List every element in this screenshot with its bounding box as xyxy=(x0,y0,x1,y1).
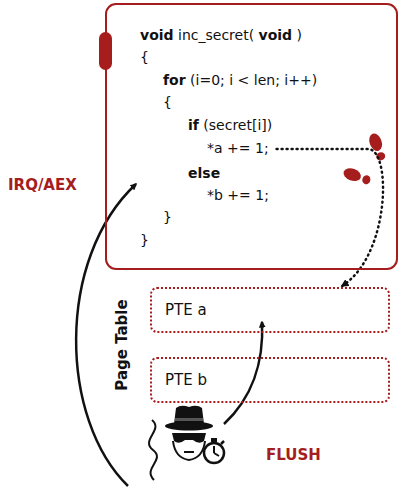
access-trace-arrow xyxy=(277,149,383,286)
footprints xyxy=(342,132,388,187)
flush-arrow xyxy=(224,322,262,424)
code-line: for (i=0; i < len; i++) xyxy=(163,70,317,90)
code-line: void inc_secret( void ) xyxy=(140,25,302,45)
code-keyword: else xyxy=(188,165,220,181)
code-line: else xyxy=(188,163,220,183)
code-line: { xyxy=(163,92,172,112)
code-line: *a += 1; xyxy=(207,138,269,158)
entry-label: PTE b xyxy=(165,370,207,390)
flush-label: FLUSH xyxy=(266,446,321,464)
squiggle xyxy=(149,420,157,480)
stopwatch-icon xyxy=(204,438,224,463)
code-line: { xyxy=(140,47,149,67)
code-keyword: void xyxy=(140,27,174,43)
code-line: if (secret[i]) xyxy=(188,115,272,135)
code-keyword: void xyxy=(259,27,293,43)
code-box: void inc_secret( void ){for (i=0; i < le… xyxy=(105,3,398,270)
code-line: } xyxy=(140,230,149,250)
code-line: } xyxy=(163,207,172,227)
interrupt-label: IRQ/AEX xyxy=(8,176,77,194)
code-keyword: if xyxy=(188,117,199,133)
page-table-entry: PTE b xyxy=(150,357,390,403)
code-keyword: for xyxy=(163,72,186,88)
code-line: *b += 1; xyxy=(207,185,269,205)
page-table-label: Page Table xyxy=(113,299,131,390)
page-table-entry: PTE a xyxy=(150,287,390,333)
entry-label: PTE a xyxy=(165,300,207,320)
